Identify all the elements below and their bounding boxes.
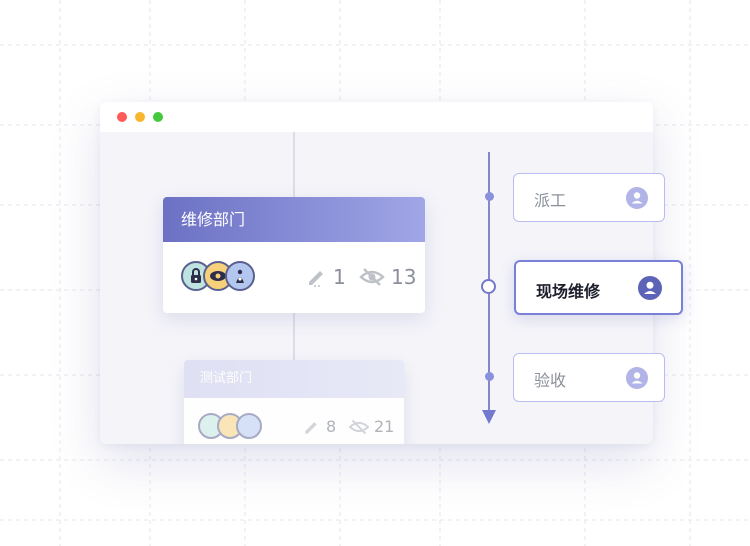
window-titlebar <box>100 102 653 132</box>
user-icon <box>626 367 648 389</box>
view-count: 21 <box>374 417 395 436</box>
avatar-bag-icon <box>225 261 255 291</box>
timeline-arrow-icon <box>482 410 496 424</box>
window-minimize-button[interactable] <box>135 112 145 122</box>
workflow-step-label: 现场维修 <box>536 282 601 301</box>
timeline-node <box>485 192 494 201</box>
user-icon <box>626 187 648 209</box>
view-count: 13 <box>391 265 417 289</box>
avatar-bag-icon <box>236 413 262 439</box>
pencil-icon <box>305 422 317 434</box>
department-card-title: 测试部门 <box>184 360 404 398</box>
user-icon <box>638 276 662 300</box>
view-count-stat: 13 <box>359 265 419 289</box>
timeline-node <box>485 372 494 381</box>
workflow-step-onsite-repair[interactable]: 现场维修 <box>514 260 683 315</box>
window-close-button[interactable] <box>117 112 127 122</box>
department-card-title: 维修部门 <box>163 197 425 242</box>
eye-slash-icon <box>348 419 370 435</box>
member-avatars[interactable] <box>198 413 268 441</box>
department-card[interactable]: 维修部门 <box>163 197 425 313</box>
workflow-step-label: 验收 <box>534 371 567 390</box>
department-card[interactable]: 测试部门 8 21 <box>184 360 404 444</box>
workflow-step-label: 派工 <box>534 191 567 210</box>
edit-count-stat: 8 <box>302 417 342 439</box>
timeline-node-active <box>481 279 496 294</box>
connector-line-top <box>293 132 295 197</box>
view-count-stat: 21 <box>348 417 398 439</box>
edit-count: 1 <box>333 265 346 289</box>
eye-slash-icon <box>359 268 385 286</box>
connector-line-middle <box>293 313 295 360</box>
pencil-icon <box>309 271 323 287</box>
edit-count: 8 <box>326 417 337 436</box>
member-avatars[interactable] <box>181 261 261 293</box>
workflow-step-acceptance[interactable]: 验收 <box>513 353 665 402</box>
edit-count-stat: 1 <box>305 265 346 289</box>
workflow-step-dispatch[interactable]: 派工 <box>513 173 665 222</box>
window-zoom-button[interactable] <box>153 112 163 122</box>
